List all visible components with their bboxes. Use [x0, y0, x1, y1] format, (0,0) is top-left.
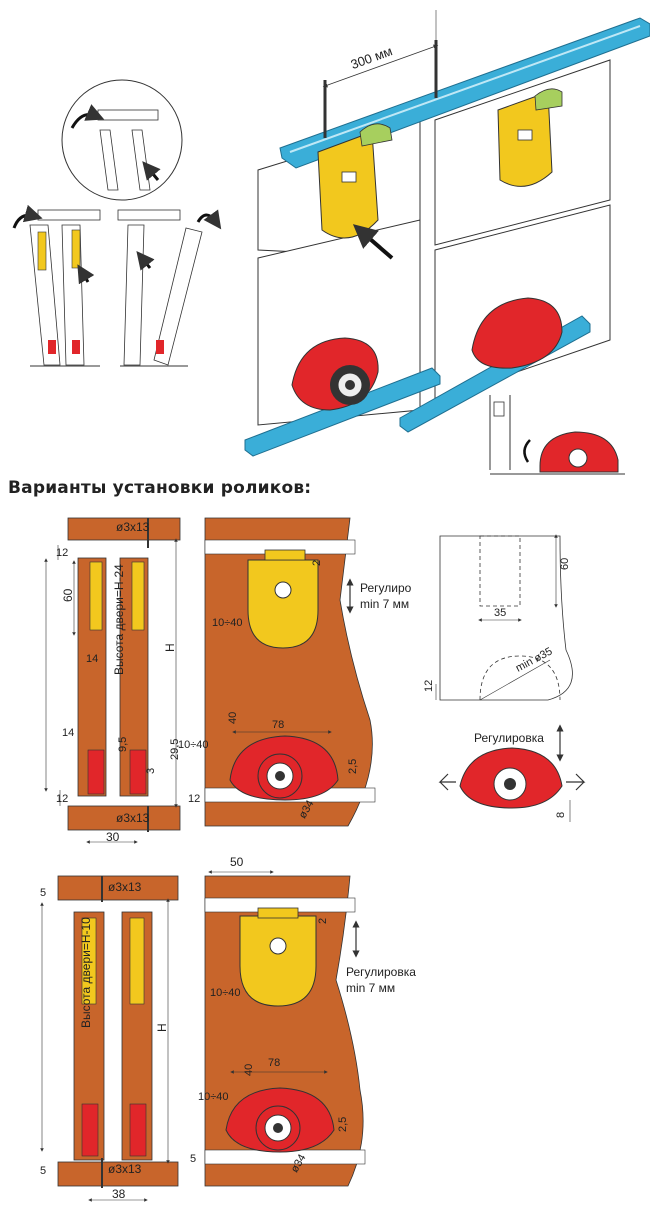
- screw-spec-bottom-2: ø3x13: [108, 1162, 142, 1176]
- dim-2-5-v2: 2,5: [337, 1117, 349, 1132]
- adjust-label-line2: min 7 мм: [360, 597, 409, 611]
- detail-dim-8: 8: [555, 812, 567, 818]
- section-heading: Варианты установки роликов:: [8, 478, 312, 498]
- bottom-roller-left: [291, 337, 379, 411]
- top-hanger-front: [247, 559, 319, 649]
- door-height-label-2: Высота двери=H-10: [79, 917, 93, 1028]
- isometric-scene: 300 мм: [244, 10, 650, 475]
- detail-dim-60: 60: [559, 558, 571, 570]
- screw-spec-top-2: ø3x13: [108, 880, 142, 894]
- top-hanger-front-2: [239, 915, 317, 1007]
- top-profile-2: [57, 875, 179, 901]
- dim-50: 50: [230, 855, 244, 869]
- dim-2-v2: 2: [317, 918, 329, 924]
- dim-5-bottom: 5: [40, 1165, 46, 1177]
- screw-spec-bottom: ø3x13: [116, 811, 150, 825]
- variant-2: 5 ø3x13 Высота двери=H-10 H 5 ø3x13 38 5…: [40, 855, 416, 1202]
- dim-10-40-top: 10÷40: [212, 617, 243, 629]
- dim-60: 60: [61, 588, 75, 602]
- dim-10-40-top-2: 10÷40: [210, 987, 241, 999]
- dim-3: 3: [145, 768, 157, 774]
- dim-14-lower: 14: [62, 727, 74, 739]
- detail-view: 60 35 min ø35 12 Регулировка 8: [423, 534, 586, 822]
- height-h-2: H: [155, 1023, 169, 1032]
- dim-78: 78: [272, 719, 284, 731]
- dim-30: 30: [106, 830, 120, 844]
- dim-40-v2: 40: [243, 1064, 255, 1076]
- height-h: H: [163, 643, 177, 652]
- insertion-steps: [12, 79, 222, 367]
- adjust-label-2-line2: min 7 мм: [346, 981, 395, 995]
- bottom-profile: [67, 805, 181, 831]
- dim-29-5: 29,5: [169, 739, 181, 760]
- zoom-circle: [61, 79, 183, 201]
- dim-10-40-bottom: 10÷40: [178, 739, 209, 751]
- detail-adjust-label: Регулировка: [474, 731, 544, 745]
- bottom-profile-2: [57, 1161, 179, 1187]
- screw-spec-top: ø3x13: [116, 520, 150, 534]
- bottom-roller-right: [471, 297, 563, 369]
- dim-10-40-bottom-2: 10÷40: [198, 1091, 229, 1103]
- dim-5-side: 5: [190, 1153, 196, 1165]
- dim-12-side: 12: [188, 793, 200, 805]
- top-profile: [67, 517, 181, 541]
- dim-5-top: 5: [40, 887, 46, 899]
- roller-side-detail: [489, 395, 625, 475]
- variant-1: ø3x13 12 60 14 Высота двери=H-24 H 14 9,…: [44, 517, 412, 844]
- bottom-rail-left: [244, 367, 441, 457]
- dim-9-5: 9,5: [117, 737, 129, 752]
- dim-2: 2: [311, 560, 323, 566]
- spacing-label: 300 мм: [349, 43, 395, 72]
- dim-40: 40: [227, 712, 239, 724]
- dim-2-5: 2,5: [347, 759, 359, 774]
- dim-14-upper: 14: [86, 653, 98, 665]
- detail-dim-12: 12: [423, 680, 435, 692]
- adjust-label-line1: Регулиро: [360, 581, 412, 595]
- dim-38: 38: [112, 1187, 126, 1201]
- dim-12-top: 12: [56, 547, 68, 559]
- adjust-label-2-line1: Регулировка: [346, 965, 416, 979]
- dim-12-bottom: 12: [56, 793, 68, 805]
- dim-78-v2: 78: [268, 1057, 280, 1069]
- door-height-label: Высота двери=H-24: [112, 564, 126, 675]
- detail-dim-35: 35: [494, 607, 506, 619]
